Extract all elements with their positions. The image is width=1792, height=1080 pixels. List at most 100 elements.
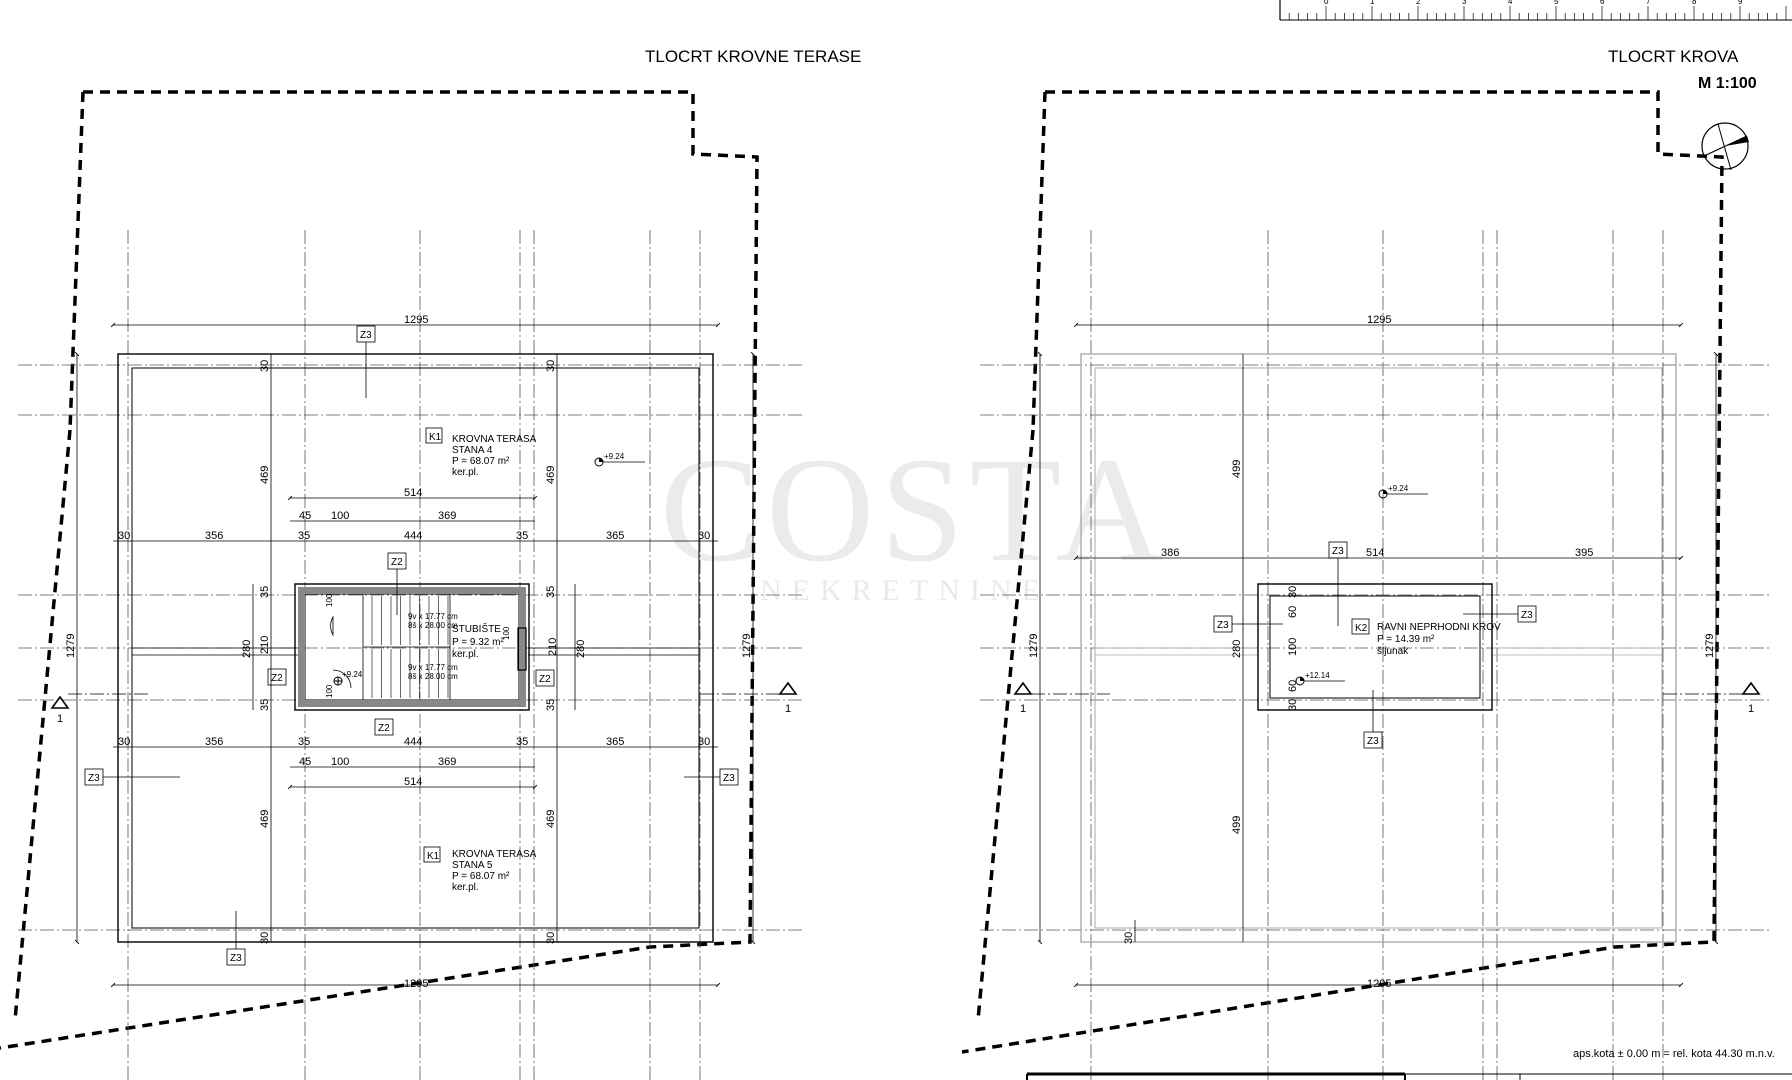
svg-text:365: 365 [606, 530, 624, 542]
svg-text:30: 30 [1123, 932, 1135, 944]
svg-text:30: 30 [259, 932, 271, 944]
svg-text:1: 1 [1020, 703, 1026, 715]
svg-text:Z2: Z2 [539, 674, 551, 685]
svg-text:100: 100 [331, 510, 349, 522]
right-section-markers: 1 1 [1013, 681, 1761, 715]
stair-finish: ker.pl. [452, 649, 479, 660]
svg-text:30: 30 [118, 736, 130, 748]
svg-text:280: 280 [575, 640, 587, 658]
svg-text:45: 45 [299, 510, 311, 522]
scale-tick-label: 1 [1370, 0, 1375, 6]
svg-text:30: 30 [1287, 586, 1299, 598]
svg-text:1295: 1295 [404, 978, 428, 990]
svg-text:Z3: Z3 [1521, 610, 1533, 621]
room-area: P = 68.07 m² [452, 456, 510, 467]
svg-text:60: 60 [1287, 680, 1299, 692]
svg-text:Z2: Z2 [271, 673, 283, 684]
scale-tick-label: 2 [1416, 0, 1421, 6]
svg-text:100: 100 [325, 684, 334, 698]
svg-text:30: 30 [259, 360, 271, 372]
room-name: KROVNA TERASA [452, 434, 537, 445]
svg-text:35: 35 [298, 530, 310, 542]
svg-text:30: 30 [545, 932, 557, 944]
scale-tick-label: 3 [1462, 0, 1467, 6]
svg-text:35: 35 [259, 586, 271, 598]
left-dimension-labels: 1295 1295 30 356 35 444 35 365 30 514 45… [65, 314, 753, 990]
svg-text:1279: 1279 [1704, 634, 1716, 658]
svg-text:469: 469 [545, 466, 557, 484]
watermark-main: COSTA [660, 427, 1170, 593]
svg-text:514: 514 [1366, 547, 1384, 559]
room-tag: K1 [427, 851, 440, 862]
svg-text:100: 100 [1287, 638, 1299, 656]
svg-text:369: 369 [438, 510, 456, 522]
svg-text:1279: 1279 [65, 634, 77, 658]
right-plan-title: TLOCRT KROVA [1608, 47, 1739, 66]
svg-text:395: 395 [1575, 547, 1593, 559]
room-area: P = 68.07 m² [452, 871, 510, 882]
svg-text:35: 35 [298, 736, 310, 748]
left-tags: Z3 Z2 Z2 Z2 Z2 Z3 Z3 Z3 [84, 325, 739, 966]
stair-area: P = 9.32 m² [452, 637, 504, 648]
svg-text:444: 444 [404, 530, 422, 542]
left-room-upper: K1 KROVNA TERASA STANA 4 P = 68.07 m² ke… [425, 427, 537, 478]
scale-tick-label: 5 [1554, 0, 1559, 6]
svg-text:356: 356 [205, 530, 223, 542]
svg-text:Z3: Z3 [1332, 546, 1344, 557]
svg-text:35: 35 [545, 586, 557, 598]
right-roof-core: K2 RAVNI NEPRHODNI KROV P = 14.39 m² šlj… [1257, 583, 1501, 711]
roof-name: RAVNI NEPRHODNI KROV [1377, 622, 1501, 633]
right-plan: K2 RAVNI NEPRHODNI KROV P = 14.39 m² šlj… [961, 90, 1770, 1080]
svg-text:30: 30 [118, 530, 130, 542]
right-dimension-labels: 1295 1295 386 514 395 1279 1279 499 499 … [1028, 314, 1716, 990]
svg-text:45: 45 [299, 756, 311, 768]
scale-tick-label: 7 [1646, 0, 1651, 6]
left-section-markers: 1 1 [50, 681, 798, 725]
stair-steps-tread: 8š x 28.00 cm [408, 621, 458, 630]
scale-tick-label: 8 [1692, 0, 1697, 6]
svg-text:+9.24: +9.24 [342, 670, 363, 679]
svg-text:Z3: Z3 [723, 773, 735, 784]
svg-text:356: 356 [205, 736, 223, 748]
svg-text:1: 1 [57, 713, 63, 725]
stair-steps-tread-2: 8š x 28.00 cm [408, 672, 458, 681]
scale-tick-label: 4 [1508, 0, 1513, 6]
svg-text:444: 444 [404, 736, 422, 748]
scale-tick-label: 9 [1738, 0, 1743, 6]
watermark: COSTA NEKRETNINE [660, 427, 1170, 607]
svg-text:280: 280 [241, 640, 253, 658]
room-sub: STANA 4 [452, 445, 493, 456]
right-level-mark: +9.24 [1378, 484, 1428, 499]
svg-text:Z3: Z3 [360, 330, 372, 341]
room-finish: ker.pl. [452, 882, 479, 893]
svg-text:Z2: Z2 [391, 557, 403, 568]
stair-steps-rise: 9v x 17.77 cm [408, 612, 458, 621]
svg-text:499: 499 [1231, 460, 1243, 478]
left-building-outer-wall [117, 353, 714, 943]
svg-text:30: 30 [545, 360, 557, 372]
svg-text:K2: K2 [1355, 623, 1368, 634]
svg-text:1295: 1295 [1367, 978, 1391, 990]
svg-text:100: 100 [502, 626, 511, 640]
scale-tick-label: 6 [1600, 0, 1605, 6]
svg-text:+12.14: +12.14 [1305, 671, 1330, 680]
svg-text:Z3: Z3 [230, 953, 242, 964]
right-tags: Z3 Z3 Z3 Z3 [1213, 541, 1537, 749]
stair-steps-rise-2: 9v x 17.77 cm [408, 663, 458, 672]
right-plot-boundary [961, 90, 1724, 1054]
svg-text:469: 469 [545, 810, 557, 828]
svg-text:1: 1 [785, 703, 791, 715]
room-sub: STANA 5 [452, 860, 493, 871]
svg-text:Z3: Z3 [88, 773, 100, 784]
title-block-edge [1026, 1072, 1792, 1080]
svg-text:100: 100 [331, 756, 349, 768]
svg-text:469: 469 [259, 466, 271, 484]
right-roof-outline [1080, 353, 1677, 943]
roof-finish: šljunak [1377, 646, 1409, 657]
watermark-sub: NEKRETNINE [760, 574, 1050, 607]
svg-text:60: 60 [1287, 606, 1299, 618]
svg-text:365: 365 [606, 736, 624, 748]
svg-text:1279: 1279 [1028, 634, 1040, 658]
svg-text:Z2: Z2 [378, 723, 390, 734]
